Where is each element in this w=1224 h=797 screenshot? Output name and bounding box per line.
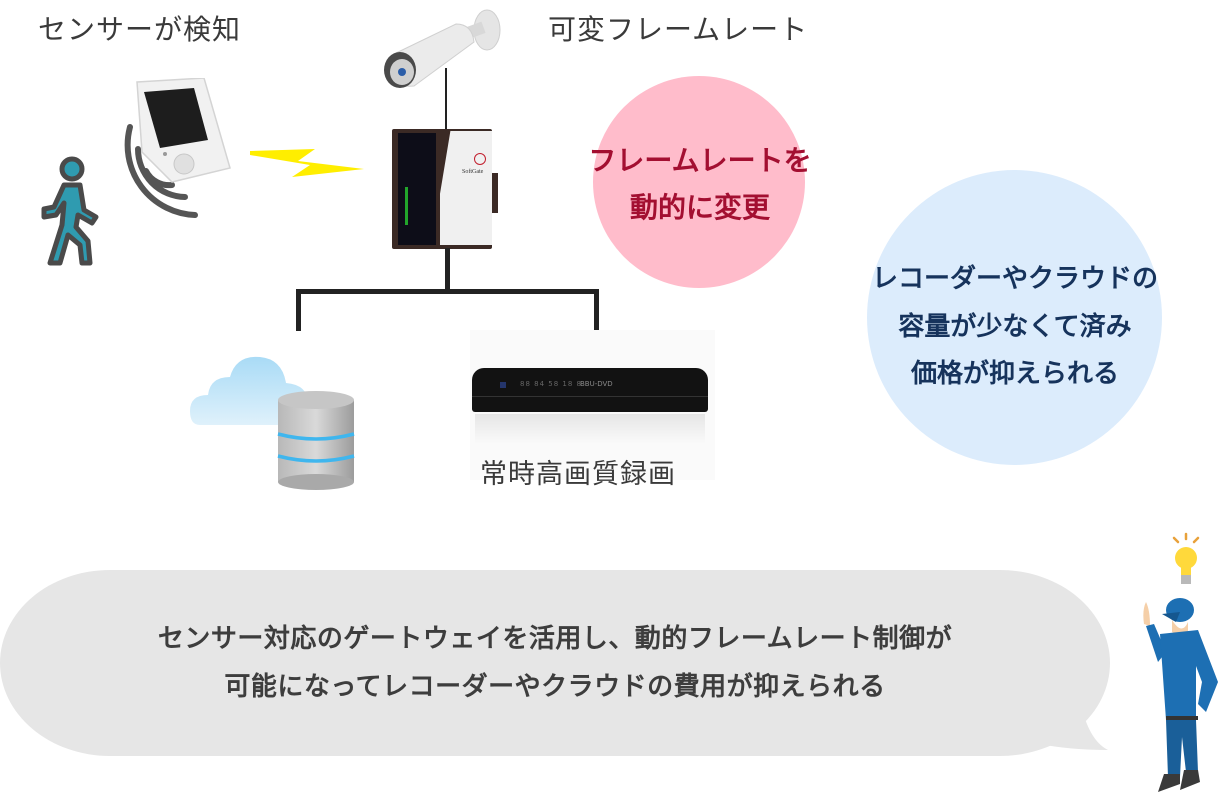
worker-character: [1143, 598, 1218, 792]
recorder-device: 88 84 58 18 8 BBU-DVD: [472, 368, 708, 412]
database-storage-icon: [277, 391, 355, 490]
network-branch-line: [296, 289, 599, 294]
dynamic-framerate-circle: [593, 76, 805, 288]
blue-circle-line3: 価格が抑えられる: [910, 359, 1119, 389]
recorder-reflection: [475, 414, 705, 444]
gateway-cable: [445, 248, 450, 293]
always-hq-recording-label: 常時高画質録画: [480, 459, 676, 490]
sensor-waves-icon: [124, 124, 198, 218]
recorder-display: 88 84 58 18 8: [520, 380, 582, 388]
speech-bubble-line2: 可能になってレコーダーやクラウドの費用が抑えられる: [224, 672, 886, 702]
speech-bubble-line1: センサー対応のゲートウェイを活用し、動的フレームレート制御が: [157, 624, 953, 654]
branch-right: [594, 289, 599, 331]
walking-person-icon: [41, 156, 99, 266]
security-camera-icon: [384, 9, 501, 88]
gateway-device: SoftGate: [392, 125, 500, 250]
blue-circle-line2: 容量が少なくて済み: [898, 312, 1132, 342]
wireless-signal-bolt-icon: [250, 149, 364, 177]
gateway-name-label: SoftGate: [462, 169, 484, 175]
sensor-detect-label: センサーが検知: [38, 13, 242, 46]
branch-left: [296, 289, 301, 331]
speech-bubble-tail: [1040, 700, 1108, 750]
motion-sensor-device: [136, 78, 231, 183]
variable-framerate-label: 可変フレームレート: [548, 13, 809, 46]
lightbulb-idea-icon: [1172, 532, 1200, 584]
camera-cable: [445, 68, 447, 130]
recorder-brand: BBU-DVD: [580, 380, 613, 388]
cost-savings-circle: [867, 170, 1162, 465]
pink-circle-line2: 動的に変更: [629, 191, 770, 224]
blue-circle-line1: レコーダーやクラウドの: [871, 264, 1158, 294]
pink-circle-line1: フレームレートを: [588, 144, 812, 177]
speech-bubble: [0, 570, 1110, 756]
